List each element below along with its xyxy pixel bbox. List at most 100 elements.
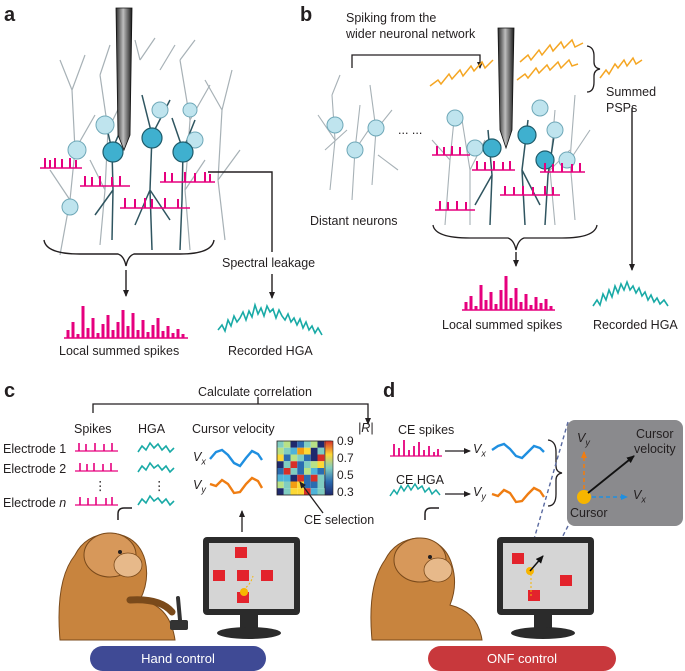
panel-a-spike-rasters (40, 158, 215, 209)
spikes-vdots: ⋮ (94, 479, 107, 493)
vx-inset-main: V (633, 488, 642, 502)
panel-c-ce-arrow (299, 481, 324, 514)
spiking-network-label-line2: wider neuronal network (346, 27, 476, 41)
summed-psps-label-line1: Summed (606, 85, 657, 99)
colorbar-tick-0: 0.9 (337, 434, 354, 448)
heatmap-cell (304, 454, 311, 462)
heatmap-cell (304, 468, 311, 475)
panel-c-electrode-hga (137, 441, 175, 507)
panel-b-hga-trace (592, 279, 669, 308)
heatmap-cell (283, 488, 291, 495)
heatmap-cell (277, 447, 284, 455)
heatmap-cell (297, 474, 304, 482)
vy-label-d: Vy (473, 485, 486, 502)
ce-spikes-label: CE spikes (398, 423, 455, 437)
vx-label-c: Vx (193, 450, 206, 467)
heatmap-cell (283, 454, 291, 462)
heatmap-cell (317, 474, 325, 482)
panel-d-cursor-dot (577, 490, 591, 504)
panel-b-network-arrow (351, 54, 483, 69)
electrode-n-prefix: Electrode (3, 496, 60, 510)
heatmap-cell (283, 447, 291, 455)
heatmap-cell (310, 447, 318, 455)
distant-neurons-label: Distant neurons (310, 214, 398, 228)
heatmap-cell (310, 481, 318, 489)
vy-sub: y (201, 484, 206, 495)
panel-d-velocity-inset (567, 420, 683, 526)
heatmap-cell (310, 474, 318, 482)
heatmap-cell (297, 461, 304, 468)
recorded-hga-label-a: Recorded HGA (228, 344, 313, 358)
panel-a-brace (43, 239, 215, 267)
panel-d-zoom-line-top (529, 421, 569, 554)
heatmap-cell (283, 468, 291, 475)
hga-vdots: ⋮ (153, 479, 166, 493)
joystick-icon (170, 596, 188, 630)
cursor-label: Cursor (570, 506, 608, 520)
vy-inset-label: Vy (577, 431, 590, 448)
heatmap-cell (290, 447, 298, 455)
panel-label-a: a (4, 4, 16, 26)
heatmap-cell (317, 441, 325, 448)
vx-inset-label: Vx (633, 488, 646, 505)
summed-psps-label-line2: PSPs (606, 101, 638, 115)
heatmap-cell (290, 441, 298, 448)
heatmap-cell (283, 481, 291, 489)
vy-d-sub: y (481, 491, 486, 502)
heatmap-cell (290, 468, 298, 475)
vx-d-main: V (473, 442, 482, 456)
ce-selection-label: CE selection (304, 513, 375, 527)
ellipsis-label: ... ... (398, 123, 423, 137)
spiking-network-label-line1: Spiking from the (346, 11, 437, 25)
panel-d-velocity-arrow (587, 455, 635, 494)
panel-label-c: c (4, 380, 16, 402)
heatmap-cell (317, 468, 325, 475)
panel-label-d: d (383, 380, 396, 402)
heatmap-cell (290, 488, 298, 495)
panel-c-vy-trace (209, 476, 264, 495)
vy-inset-sub: y (585, 437, 590, 448)
r-column-label: |R| (358, 421, 374, 435)
heatmap-cell (277, 468, 284, 475)
vx-main: V (193, 450, 202, 464)
cursor-velocity-label-line2: velocity (634, 442, 676, 456)
heatmap-cell (277, 474, 284, 482)
heatmap-cell (283, 461, 291, 468)
cursor-velocity-label-line1: Cursor (636, 427, 674, 441)
heatmap-cell (310, 441, 318, 448)
recorded-hga-label-b: Recorded HGA (593, 318, 678, 332)
heatmap-cell (304, 441, 311, 448)
vy-main: V (193, 478, 202, 492)
heatmap-cell (317, 461, 325, 468)
heatmap-cell (290, 474, 298, 482)
onf-control-badge: ONF control (486, 651, 558, 666)
local-summed-spikes-label-a: Local summed spikes (59, 344, 180, 358)
heatmap-cell (277, 461, 284, 468)
heatmap-cell (317, 447, 325, 455)
panel-b-distant-neurons (317, 74, 399, 201)
heatmap-cell (297, 441, 304, 448)
electrode-1-label: Electrode 1 (3, 442, 67, 456)
heatmap-cell (277, 454, 284, 462)
vx-inset-sub: x (641, 494, 646, 505)
heatmap-cell (290, 461, 298, 468)
spectral-leakage-label: Spectral leakage (222, 256, 316, 270)
hand-control-badge: Hand control (141, 651, 215, 666)
heatmap-cell (317, 454, 325, 462)
heatmap-cell (297, 447, 304, 455)
heatmap-cell (317, 488, 325, 495)
heatmap-cell (277, 441, 284, 448)
cursor-velocity-column-label: Cursor velocity (192, 422, 275, 436)
heatmap-cell (277, 488, 284, 495)
electrode-icon (497, 27, 515, 150)
panel-d-vy-trace (491, 486, 545, 504)
vx-label-d: Vx (473, 442, 486, 459)
panel-a-hga-trace (217, 302, 323, 336)
vx-sub: x (201, 456, 206, 467)
spikes-column-label: Spikes (74, 422, 112, 436)
heatmap-cell (290, 481, 298, 489)
heatmap-cell (304, 481, 311, 489)
panel-d-ce-hga (389, 482, 441, 497)
panel-b-psp-brace (586, 45, 601, 93)
